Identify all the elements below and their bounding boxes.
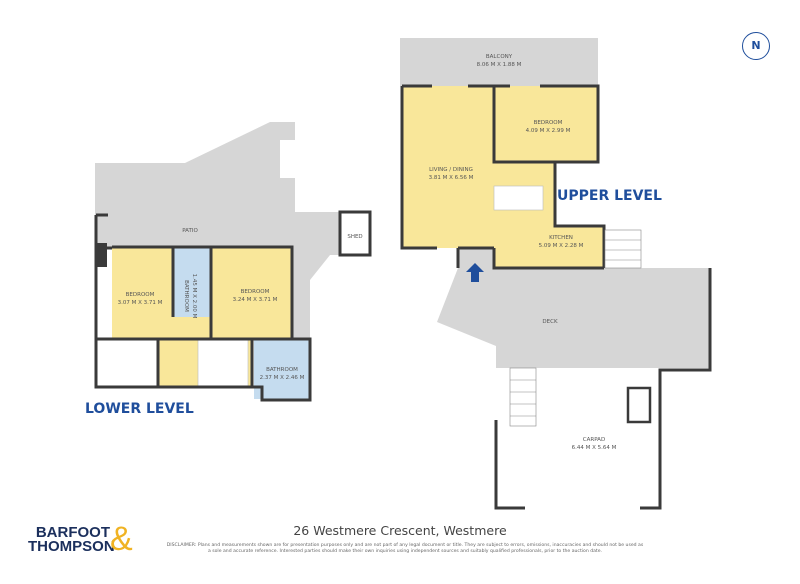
room-dims-bathroom-2: 2.37 M X 2.46 M <box>260 375 305 381</box>
logo-line-2: THOMPSON <box>28 538 115 555</box>
room-label-shed: SHED <box>347 234 362 240</box>
upper-level-title: UPPER LEVEL <box>557 188 662 204</box>
room-label-bedroom-upper: BEDROOM <box>534 120 563 126</box>
logo-line-1: BARFOOT <box>35 524 110 541</box>
balcony <box>400 38 598 86</box>
bedroom-upper <box>494 86 598 162</box>
room-dims-bathroom-1: 1.45 M X 2.00 M <box>191 274 197 319</box>
room-label-carpad: CARPAD <box>583 437 605 443</box>
upper-walls <box>400 84 606 270</box>
lower-level-title: LOWER LEVEL <box>85 401 194 417</box>
entry-arrow-icon <box>466 263 484 282</box>
upper-level-plan: BALCONY 8.06 M X 1.88 M BEDROOM 4.09 M X… <box>400 38 712 510</box>
kitchen <box>494 226 604 268</box>
brand-logo: BARFOOT THOMPSON <box>28 524 115 555</box>
room-dims-bedroom-upper: 4.09 M X 2.99 M <box>526 128 571 134</box>
lower-walls <box>94 213 312 402</box>
compass-label: N <box>751 39 761 52</box>
shed <box>338 210 372 257</box>
lower-store <box>96 339 158 386</box>
room-dims-balcony: 8.06 M X 1.88 M <box>477 62 522 68</box>
room-dims-carpad: 6.44 M X 5.64 M <box>572 445 617 451</box>
room-dims-bedroom-2: 3.24 M X 3.71 M <box>233 297 278 303</box>
lower-level-plan: PATIO SHED BEDROOM 3.07 M X 3.71 M BATHR… <box>85 122 372 417</box>
bathroom-1 <box>173 247 211 317</box>
stairs-upper <box>493 185 544 211</box>
disclaimer: DISCLAIMER: Plans and measurements shown… <box>166 543 644 554</box>
room-label-patio: PATIO <box>182 228 198 234</box>
patio-area <box>95 122 370 338</box>
deck-stairs <box>509 229 642 427</box>
living-dining <box>402 86 494 248</box>
logo-ampersand: & <box>110 520 133 558</box>
property-address: 26 Westmere Crescent, Westmere <box>293 523 507 538</box>
carpad-walls <box>494 268 712 510</box>
room-dims-kitchen: 5.09 M X 2.28 M <box>539 243 584 249</box>
room-label-kitchen: KITCHEN <box>549 235 573 241</box>
room-label-bathroom-1: BATHROOM <box>183 280 189 312</box>
room-label-bathroom-2: BATHROOM <box>266 367 298 373</box>
room-dims-living-dining: 3.81 M X 6.56 M <box>429 175 474 181</box>
stairs-lower <box>197 339 249 387</box>
room-label-bedroom-1: BEDROOM <box>126 292 155 298</box>
entry <box>458 248 494 268</box>
room-dims-bedroom-1: 3.07 M X 3.71 M <box>118 300 163 306</box>
lower-wall-block <box>95 243 107 267</box>
north-compass-icon: N <box>742 32 770 60</box>
room-label-balcony: BALCONY <box>486 54 513 60</box>
room-label-bedroom-2: BEDROOM <box>241 289 270 295</box>
room-label-living-dining: LIVING / DINING <box>429 167 473 173</box>
room-label-deck: DECK <box>542 319 558 325</box>
carpad-storage <box>626 386 652 424</box>
deck-area <box>437 268 710 370</box>
